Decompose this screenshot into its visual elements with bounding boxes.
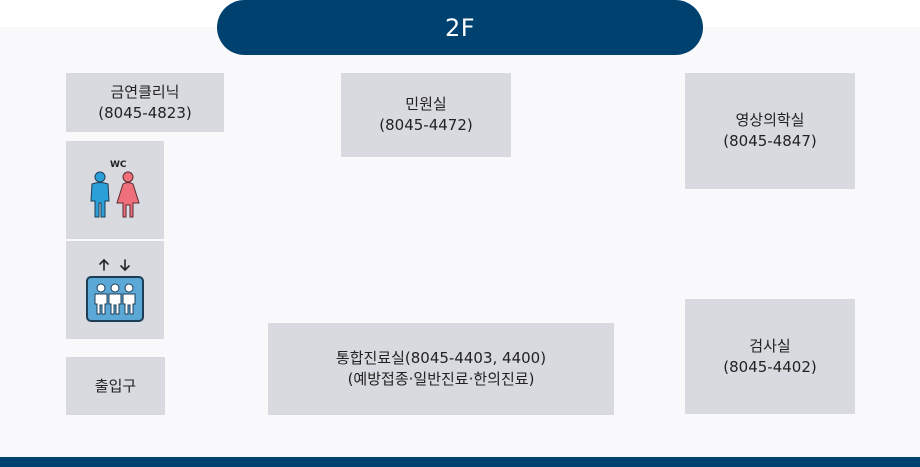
room-phone: (8045-4472)	[379, 116, 473, 134]
male-figure-icon	[90, 171, 110, 218]
room-entrance[interactable]: 출입구	[66, 357, 165, 415]
room-smoking-clinic[interactable]: 금연클리닉 (8045-4823)	[66, 73, 224, 132]
room-phone: (8045-4823)	[98, 103, 192, 122]
room-integrated-care[interactable]: 통합진료실(8045-4403, 4400) (예방접종·일반진료·한의진료)	[268, 323, 614, 415]
arrow-up-icon	[99, 258, 109, 271]
room-radiology[interactable]: 영상의학실 (8045-4847)	[685, 73, 855, 189]
restroom-icon: WC	[90, 160, 140, 218]
floor-label: 2F	[217, 0, 703, 55]
room-name: 금연클리닉	[110, 82, 180, 101]
room-name: 민원실	[405, 95, 447, 113]
room-name: 출입구	[94, 376, 137, 395]
room-name: 검사실	[749, 336, 791, 355]
room-name: 영상의학실	[735, 111, 805, 129]
bottom-bar	[0, 457, 920, 467]
room-exam[interactable]: 검사실 (8045-4402)	[685, 299, 855, 414]
room-name: 통합진료실(8045-4403, 4400)	[335, 349, 547, 367]
room-phone: (8045-4847)	[723, 132, 817, 150]
room-phone: (8045-4402)	[723, 357, 817, 376]
restroom[interactable]: WC	[66, 141, 164, 239]
room-civil-affairs[interactable]: 민원실 (8045-4472)	[341, 73, 511, 157]
wc-label: WC	[110, 160, 127, 170]
female-figure-icon	[116, 171, 140, 218]
elevator-icon	[86, 258, 144, 322]
room-subtitle: (예방접종·일반진료·한의진료)	[347, 370, 535, 388]
elevator[interactable]	[66, 241, 164, 339]
arrow-down-icon	[120, 259, 130, 272]
elevator-people-icon	[94, 283, 136, 315]
